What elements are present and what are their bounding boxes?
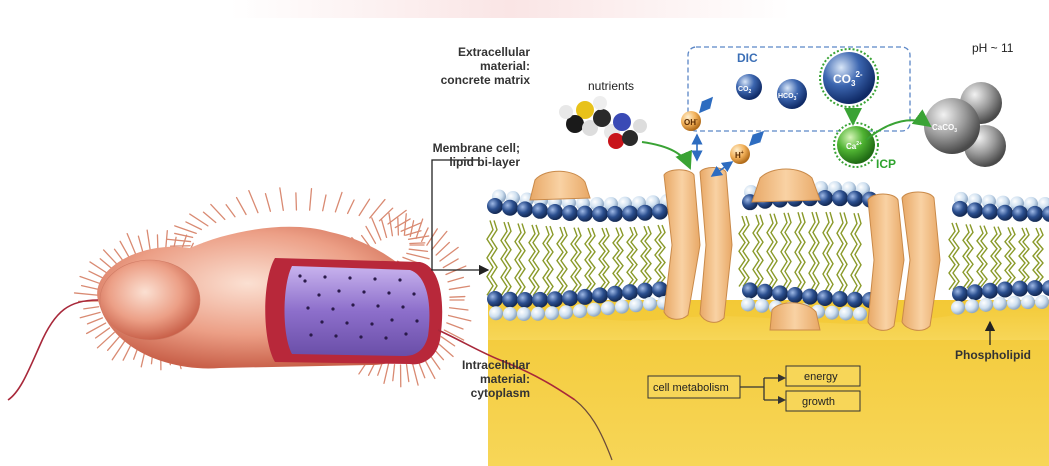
membrane-line-2: lipid bi-layer: [420, 155, 520, 169]
intracellular-line-3: cytoplasm: [432, 386, 530, 400]
extracellular-line-2: material:: [438, 59, 530, 73]
membrane-line-1: Membrane cell;: [420, 141, 520, 155]
lipid-tails: [487, 212, 1043, 296]
membrane-label-arrow: [432, 160, 488, 270]
dic-label: DIC: [737, 51, 758, 65]
energy-label: energy: [804, 371, 838, 383]
intracellular-line-1: Intracellular: [432, 358, 530, 372]
cell-metabolism-label: cell metabolism: [653, 382, 729, 394]
nutrients-label: nutrients: [588, 79, 634, 93]
membrane-protein-right: [868, 192, 940, 330]
oh-text: OH-: [684, 117, 698, 127]
ph-label: pH ~ 11: [972, 41, 1014, 55]
icp-label: ICP: [876, 157, 896, 171]
phospholipid-label: Phospholipid: [955, 348, 1031, 362]
membrane-label: Membrane cell; lipid bi-layer: [420, 141, 520, 169]
extracellular-label: Extracellular material: concrete matrix: [438, 45, 530, 87]
intracellular-label: Intracellular material: cytoplasm: [432, 358, 530, 400]
nutrient-molecule: [559, 96, 647, 149]
extracellular-line-3: concrete matrix: [438, 73, 530, 87]
extracellular-line-1: Extracellular: [438, 45, 530, 59]
nutrient-uptake-arrow: [642, 142, 690, 168]
membrane-protein-channel: [664, 168, 732, 323]
growth-label: growth: [802, 396, 835, 408]
intracellular-line-2: material:: [432, 372, 530, 386]
phospholipid-text: Phospholipid: [955, 348, 1031, 362]
